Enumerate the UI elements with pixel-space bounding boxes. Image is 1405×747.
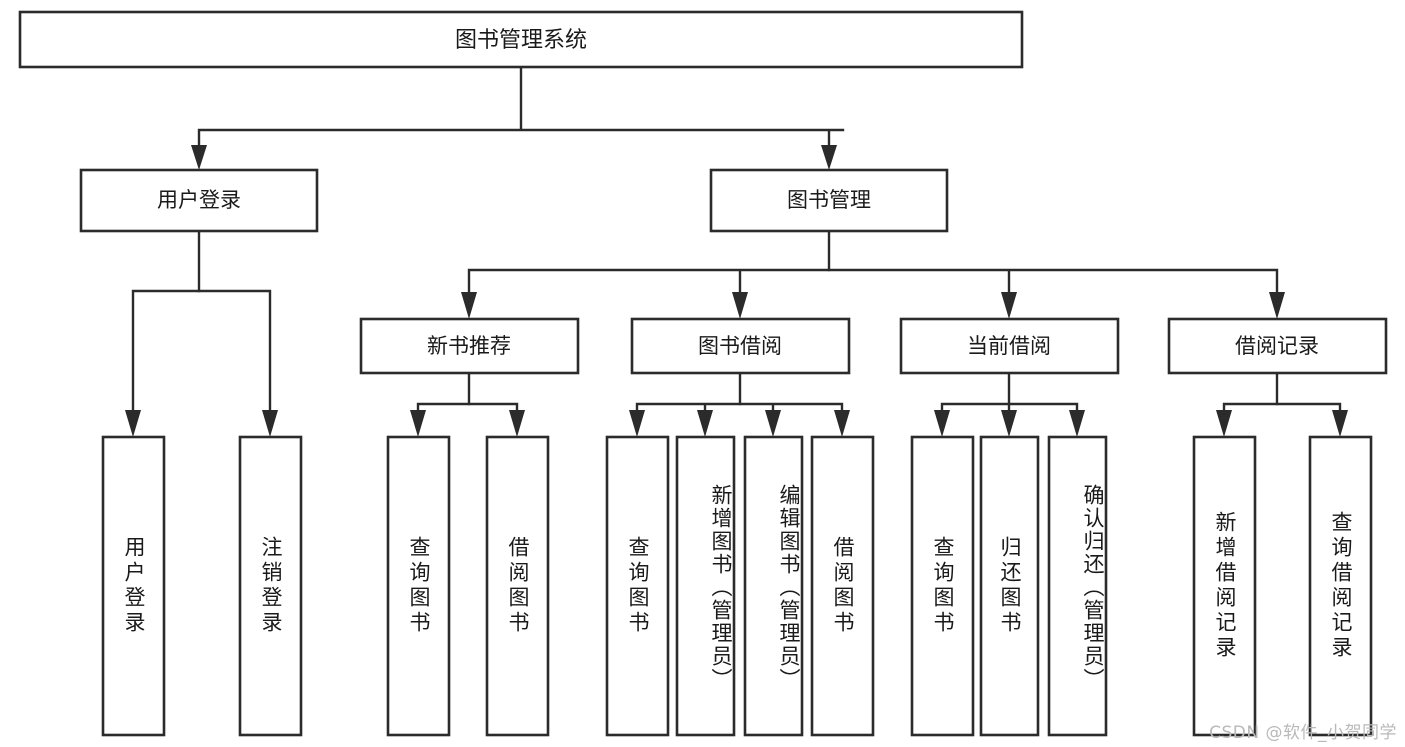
arrow-to-borrow-record: [1269, 292, 1285, 319]
node-root-label: 图书管理系统: [455, 28, 587, 53]
arrow-to-current-borrow: [1001, 292, 1017, 319]
node-book-mgmt[interactable]: 图书管理: [709, 168, 949, 233]
node-root[interactable]: 图书管理系统: [18, 10, 1024, 69]
node-leaf-user-login[interactable]: [101, 435, 166, 737]
arrow-root-to-user-login: [191, 145, 207, 170]
arrow-root-to-book-mgmt: [821, 145, 837, 170]
arrow-to-leaf-edit-book: [765, 410, 781, 437]
arrow-to-leaf-add-record: [1216, 410, 1232, 437]
node-leaf-add-record[interactable]: [1192, 435, 1257, 737]
node-leaf-add-book[interactable]: [675, 435, 736, 737]
arrow-to-book-borrow: [732, 292, 748, 319]
edge-new-book-rec-bus: [416, 402, 519, 414]
edge-borrow-record-bus: [1222, 402, 1342, 414]
node-leaf-query-book-1[interactable]: [386, 435, 451, 737]
node-new-book-rec[interactable]: 新书推荐: [359, 317, 580, 375]
watermark-text: CSDN @软件_小贺同学: [1209, 723, 1397, 743]
arrow-to-new-book-rec: [461, 292, 477, 319]
edge-root-to-level2: [197, 65, 845, 152]
arrow-to-leaf-add-book: [697, 410, 713, 437]
arrow-to-leaf-return-book: [1001, 410, 1017, 437]
node-borrow-record[interactable]: 借阅记录: [1167, 317, 1388, 375]
edge-current-borrow-bus: [940, 402, 1079, 414]
node-user-login[interactable]: 用户登录: [79, 168, 319, 233]
node-current-borrow[interactable]: 当前借阅: [899, 317, 1120, 375]
arrow-to-leaf-query-book-2: [629, 410, 645, 437]
node-new-book-rec-label: 新书推荐: [427, 334, 511, 358]
connectors-group: [125, 65, 1348, 437]
node-book-borrow[interactable]: 图书借阅: [630, 317, 851, 375]
arrow-to-leaf-confirm-return: [1069, 410, 1085, 437]
node-user-login-label: 用户登录: [157, 188, 241, 212]
edge-book-borrow-bus: [635, 402, 844, 414]
arrow-to-leaf-query-book-1: [410, 410, 426, 437]
node-book-borrow-label: 图书借阅: [698, 334, 782, 358]
arrow-to-leaf-user-login: [125, 410, 141, 437]
node-leaf-borrow-book-2[interactable]: [810, 435, 875, 737]
node-leaf-return-book[interactable]: [979, 435, 1040, 737]
arrow-to-leaf-borrow-book-1: [509, 410, 525, 437]
node-leaf-query-book-2[interactable]: [605, 435, 670, 737]
arrow-to-leaf-query-book-3: [934, 410, 950, 437]
node-book-mgmt-label: 图书管理: [787, 188, 871, 212]
node-borrow-record-label: 借阅记录: [1235, 334, 1319, 358]
arrow-to-leaf-borrow-book-2: [834, 410, 850, 437]
node-leaf-query-record[interactable]: [1308, 435, 1373, 737]
edge-user-login-bus: [131, 289, 272, 414]
node-leaf-logout[interactable]: [238, 435, 303, 737]
edge-book-mgmt-bus: [467, 268, 1279, 293]
node-leaf-query-book-3[interactable]: [910, 435, 975, 737]
node-current-borrow-label: 当前借阅: [967, 334, 1051, 358]
arrow-to-leaf-logout: [262, 410, 278, 437]
node-leaf-borrow-book-1[interactable]: [485, 435, 550, 737]
node-leaf-edit-book[interactable]: [743, 435, 804, 737]
arrow-to-leaf-query-record: [1332, 410, 1348, 437]
node-leaf-confirm-return[interactable]: [1047, 435, 1108, 737]
